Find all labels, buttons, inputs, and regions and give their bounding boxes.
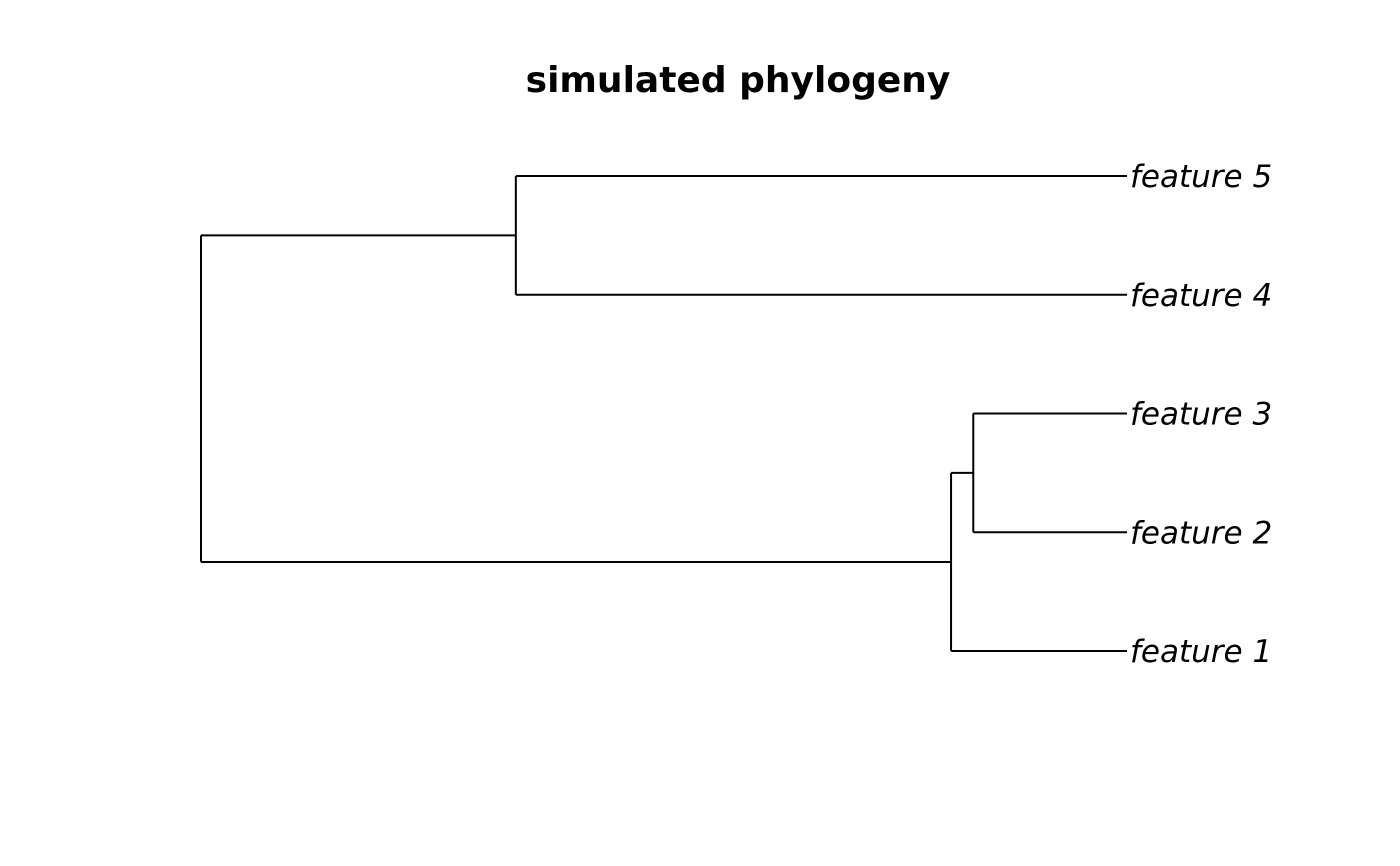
tree-branches bbox=[200, 175, 1127, 652]
tip-label-t3: feature 3 bbox=[1130, 397, 1272, 433]
tip-labels: feature 5 feature 4 feature 3 feature 2 feat… bbox=[1130, 159, 1272, 670]
plot-title: simulated phylogeny bbox=[526, 60, 951, 101]
tip-label-t5: feature 5 bbox=[1130, 159, 1272, 195]
tip-label-t1: feature 1 bbox=[1130, 634, 1272, 670]
tip-label-t2: feature 2 bbox=[1130, 515, 1272, 551]
tip-label-t4: feature 4 bbox=[1130, 278, 1272, 314]
